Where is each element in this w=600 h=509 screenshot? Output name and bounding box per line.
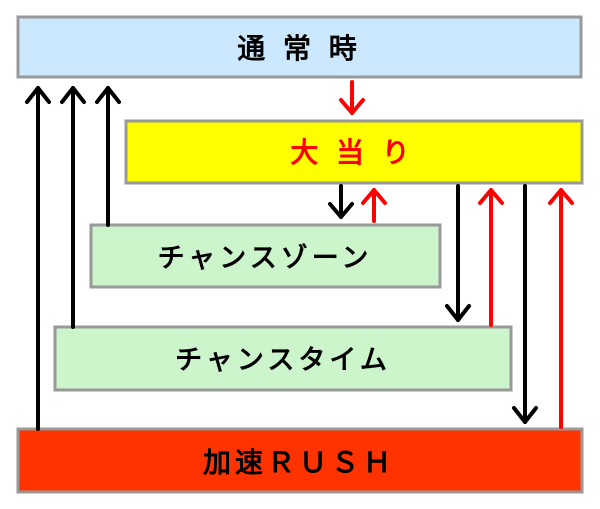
arrow-chance-zone-to-normal xyxy=(95,86,121,227)
jackpot-label: 大 当 り xyxy=(290,136,414,169)
chance-zone-box xyxy=(89,223,442,289)
rush-label: 加速ＲＵＳＨ xyxy=(203,446,395,479)
chance-time-box xyxy=(53,325,513,392)
arrow-rush-to-jackpot xyxy=(548,188,574,429)
chance-zone-label: チャンスゾーン xyxy=(158,243,373,274)
arrow-chance-zone-to-jackpot xyxy=(361,188,387,223)
arrow-normal-to-jackpot xyxy=(339,80,365,115)
chance-time-label: チャンスタイム xyxy=(175,345,391,376)
normal-state-box xyxy=(16,15,583,79)
arrow-jackpot-to-chance-zone xyxy=(328,184,354,219)
arrow-jackpot-to-rush xyxy=(512,184,538,424)
jackpot-box xyxy=(124,119,584,185)
normal-state-label: 通 常 時 xyxy=(237,32,361,65)
arrow-jackpot-to-chance-time xyxy=(445,184,471,322)
arrow-rush-to-normal xyxy=(25,86,51,431)
arrow-chance-time-to-normal xyxy=(60,86,86,329)
arrow-chance-time-to-jackpot xyxy=(478,188,504,327)
rush-box xyxy=(16,427,584,494)
